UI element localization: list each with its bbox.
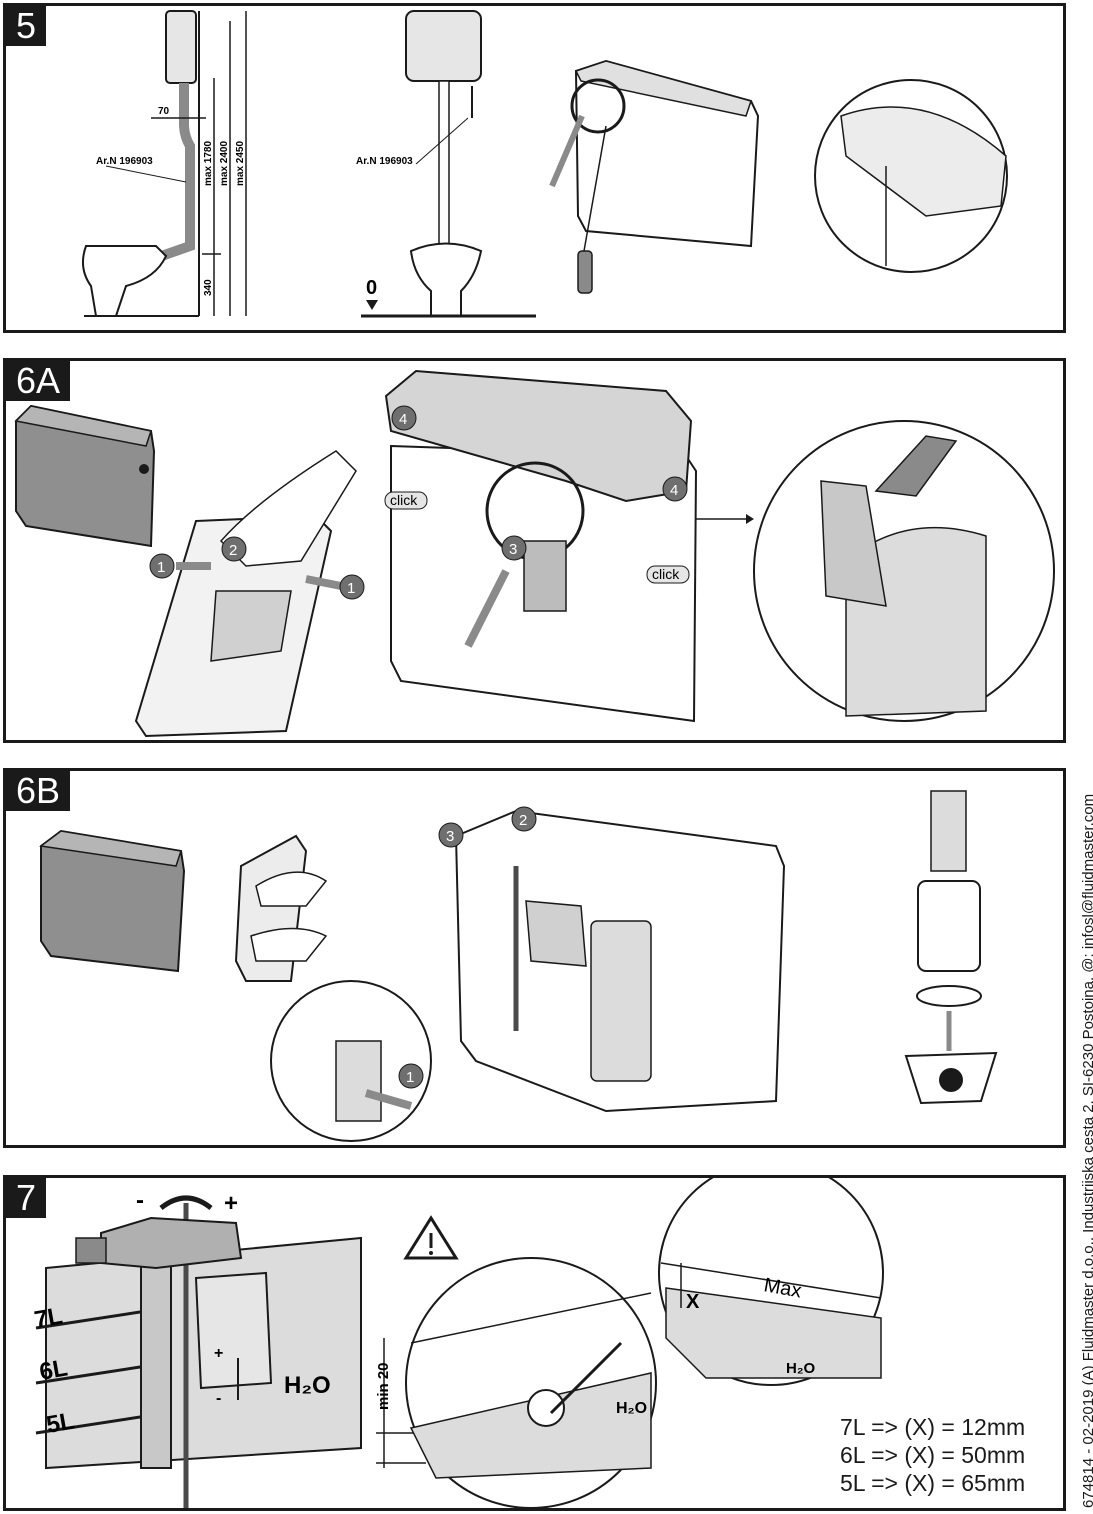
float-plus-label: + [214, 1345, 223, 1362]
step-6a-panel: 6A 1 2 1 4 4 3 click click [3, 358, 1066, 743]
adjust-minus-label: - [136, 1187, 144, 1214]
level-5l-label: 5L [44, 1407, 76, 1438]
step-6a-illustration: 1 2 1 4 4 3 click click [14, 369, 1055, 738]
dim-70-label: 70 [158, 106, 170, 117]
flush-valve-part [930, 790, 967, 872]
h2o-detail-label: H₂O [616, 1400, 647, 1417]
result-7l: 7L => (X) = 12mm [840, 1414, 1026, 1440]
x-label: X [686, 1291, 700, 1313]
callout-1b: 1 [347, 580, 355, 597]
dim-max2450-label: max 2450 [235, 141, 246, 186]
click-label-2: click [652, 566, 680, 582]
callout-3: 3 [509, 541, 517, 558]
step-5-illustration: 70 Ar.N 196903 max 1780 max 2400 max 245… [81, 10, 1008, 318]
dim-340-label: 340 [203, 279, 214, 296]
step-5-badge: 5 [6, 6, 47, 46]
adjust-plus-label: + [224, 1190, 238, 1217]
step-7-badge: 7 [6, 1178, 47, 1218]
toilet-bowl [81, 245, 168, 317]
callout-6b-2: 2 [519, 812, 527, 829]
result-5l: 5L => (X) = 65mm [840, 1470, 1026, 1496]
callout-6b-3: 3 [446, 828, 454, 845]
float-cup [194, 1271, 273, 1390]
h2o-main-label: H₂O [284, 1372, 331, 1399]
dim-max1780-label: max 1780 [203, 141, 214, 186]
fill-valve [140, 1237, 172, 1469]
sidebar-imprint: 674814 - 02-2019 (A) Fluidmaster d.o.o.,… [1068, 0, 1093, 1514]
step-6b-panel: 6B 1 3 2 [3, 768, 1066, 1148]
result-6l: 6L => (X) = 50mm [840, 1442, 1026, 1468]
callout-4a: 4 [399, 411, 407, 428]
dim-max2400-label: max 2400 [219, 141, 230, 186]
float-minus-label: - [216, 1390, 221, 1407]
floor-zero-label: 0 [366, 277, 377, 299]
step-5-panel: 5 70 Ar.N 196903 max 1780 max 2400 max 2… [3, 3, 1066, 333]
step-7-illustration: 7L 6L 5L - + + - H₂O min 20 H₂O X [32, 1178, 884, 1508]
part-number-label-2: Ar.N 196903 [356, 156, 413, 167]
h2o-zoom-label: H₂O [786, 1360, 815, 1377]
level-6l-label: 6L [37, 1354, 69, 1385]
callout-2: 2 [229, 542, 237, 559]
callout-4b: 4 [670, 482, 678, 499]
imprint-text: 674814 - 02-2019 (A) Fluidmaster d.o.o.,… [1080, 793, 1093, 1508]
min-20-label: min 20 [375, 1362, 392, 1410]
high-cistern [165, 10, 197, 84]
callout-1a: 1 [157, 559, 165, 576]
callout-6b-1: 1 [406, 1069, 414, 1086]
click-label-1: click [390, 492, 418, 508]
high-cistern-front [405, 10, 482, 82]
step-6a-badge: 6A [6, 361, 71, 401]
part-number-label-1: Ar.N 196903 [96, 156, 153, 167]
level-7l-label: 7L [32, 1302, 64, 1333]
hand-illustration [219, 450, 357, 567]
step-6b-badge: 6B [6, 771, 71, 811]
step-7-panel: 7 7L 6L 5L - + + - H₂O min 20 H [3, 1175, 1066, 1511]
step-6b-illustration: 1 3 2 [39, 790, 998, 1142]
